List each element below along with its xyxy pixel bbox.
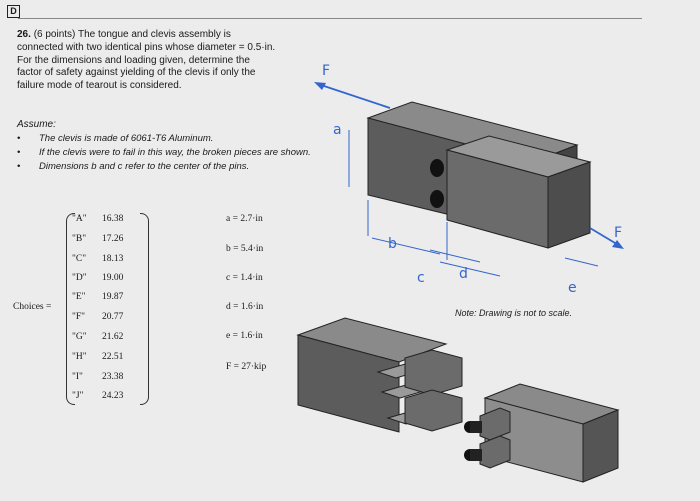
force-arrow-left [317,83,391,109]
choice-b: "B"17.26 [72,234,124,244]
pin-hole-icon [430,159,444,177]
given-a: a = 2.7·in [226,214,263,224]
tongue-side-face [547,161,591,249]
given-F: F = 27·kip [226,362,267,372]
choice-j: "J"24.23 [72,391,124,401]
label-F-right: F [614,225,622,241]
dim-line-d [439,261,501,277]
broken-clevis-drawing [296,317,463,433]
choice-a: "A"16.38 [72,214,124,224]
problem-line-2: connected with two identical pins whose … [17,41,276,53]
problem-number: 26. [17,29,31,40]
choice-h: "H"22.51 [72,352,124,362]
tongue-piece-side-face [582,409,619,483]
scale-note: Note: Drawing is not to scale. [455,308,573,318]
assume-item: •Dimensions b and c refer to the center … [17,161,250,172]
arrowhead-icon [612,240,624,249]
dim-line-b [371,237,441,255]
broken-clevis-front-face [297,334,400,433]
given-c: c = 1.4·in [226,273,263,283]
choice-d: "D"19.00 [72,273,124,283]
problem-line-4: factor of safety against yielding of the… [17,67,256,79]
header-rule [18,18,642,19]
assume-title: Assume: [17,119,56,130]
given-values: a = 2.7·in b = 5.4·in c = 1.4·in d = 1.6… [226,214,336,374]
assume-text-3: Dimensions b and c refer to the center o… [39,161,250,172]
choices-list: "A"16.38 "B"17.26 "C"18.13 "D"19.00 "E"1… [72,214,152,406]
pin-icon [470,449,482,461]
broken-clevis-prong [404,389,463,432]
label-F-top: F [322,63,330,79]
arrowhead-icon [314,82,326,90]
assume-list: •The clevis is made of 6061-T6 Aluminum.… [17,133,317,175]
choice-i: "I"23.38 [72,372,124,382]
choices-label: Choices = [13,302,52,312]
choice-g: "G"21.62 [72,332,124,342]
assume-text-1: The clevis is made of 6061-T6 Aluminum. [39,133,214,144]
choices-bracket-left [66,213,75,405]
logo-icon: D [7,5,20,18]
pin-icon [470,421,482,433]
choice-e: "E"19.87 [72,292,124,302]
pin-block-icon [479,407,511,441]
label-d: d [459,266,468,282]
choice-c: "C"18.13 [72,254,124,264]
given-d: d = 1.6·in [226,302,264,312]
problem-line-5: failure mode of tearout is considered. [17,80,182,92]
assume-item: •The clevis is made of 6061-T6 Aluminum. [17,133,214,144]
dim-line-e [564,257,599,267]
label-a: a [333,122,342,138]
label-e: e [568,280,577,296]
assume-item: •If the clevis were to fail in this way,… [17,147,311,158]
broken-clevis-prong [404,349,463,396]
pin-block-icon [479,435,511,469]
problem-statement: 26. (6 points) The tongue and clevis ass… [17,29,327,93]
label-b: b [388,236,397,252]
label-c: c [417,270,425,286]
pin-hole-icon [430,190,444,208]
clevis-assembly-drawing: F a b c d e F [314,63,624,296]
problem-line-1: (6 points) The tongue and clevis assembl… [33,29,231,40]
given-b: b = 5.4·in [226,244,264,254]
tongue-with-pins-drawing [464,383,620,483]
given-e: e = 1.6·in [226,331,263,341]
assume-text-2: If the clevis were to fail in this way, … [39,147,311,158]
problem-line-3: For the dimensions and loading given, de… [17,54,250,66]
dim-line-c [429,249,481,263]
choice-f: "F"20.77 [72,312,124,322]
